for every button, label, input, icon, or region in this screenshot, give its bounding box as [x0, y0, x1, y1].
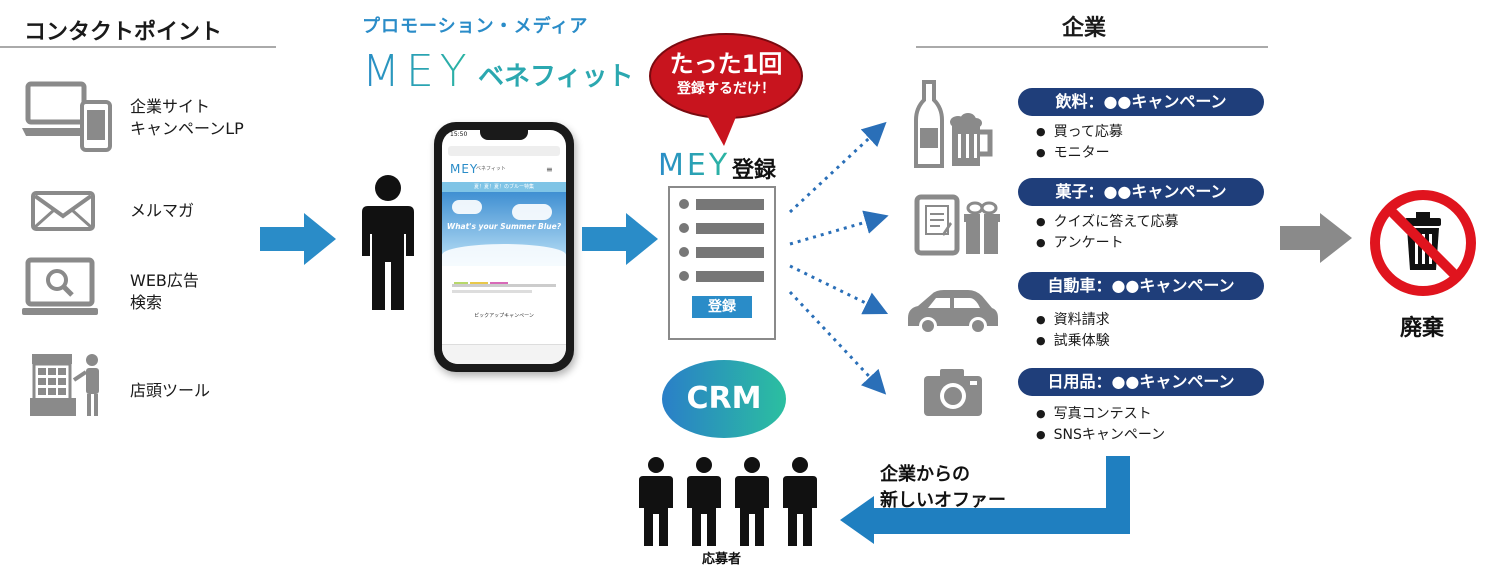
contact-label-web: WEB広告 検索 [130, 271, 199, 312]
shop-stand-icon [30, 354, 99, 416]
contact-points-title: コンタクトポイント [24, 20, 223, 45]
campaign-pill-daily: 日用品：●●キャンペーン [1018, 368, 1264, 396]
phone-notch [480, 130, 528, 140]
phone-section-label: ピックアップキャンペーン [474, 313, 534, 319]
contact-label-store: 店頭ツール [130, 381, 211, 400]
car-icon [908, 290, 998, 335]
web-search-icon [22, 257, 98, 315]
bullet-item: 資料請求 [1036, 310, 1110, 331]
user-person-icon [362, 175, 414, 310]
benefit-subtitle: ベネフィット [478, 62, 634, 92]
campaign-pill-car: 自動車：●●キャンペーン [1018, 272, 1264, 300]
bullet-item: アンケート [1036, 233, 1179, 254]
campaign-pill-snack: 菓子：●●キャンペーン [1018, 178, 1264, 206]
bubble-line1: たった1回 [669, 50, 783, 78]
register-mey-logo: MEY [658, 148, 731, 183]
campaign-bullets-snack: クイズに答えて応募 アンケート [1036, 212, 1179, 254]
offer-text: 企業からの 新しいオファー [880, 462, 1006, 514]
phone-hero-image: What's your Summer Blue? [442, 192, 566, 266]
smartphone-mockup: 15:50 MEY ベネフィット ≡ 夏！夏！夏！のブルー特集 What's y… [434, 122, 574, 372]
laptop-phone-icon [22, 81, 112, 152]
mey-logo: MEY [362, 46, 473, 97]
flow-arrow-right-icon [260, 213, 336, 265]
company-title: 企業 [1062, 16, 1107, 41]
bottle-beer-icon [914, 80, 993, 168]
contact-label-site: 企業サイト キャンペーンLP [130, 97, 244, 138]
envelope-icon [31, 191, 95, 231]
no-trash-icon [1370, 190, 1476, 296]
bubble-line2: 登録するだけ！ [677, 81, 775, 97]
bullet-item: 試乗体験 [1036, 331, 1110, 352]
register-button[interactable]: 登録 [692, 296, 752, 318]
phone-menu-icon[interactable]: ≡ [546, 165, 553, 174]
offer-line2: 新しいオファー [880, 490, 1006, 511]
campaign-bullets-drink: 買って応募 モニター [1036, 122, 1123, 164]
contact-label-mailmag: メルマガ [130, 201, 195, 220]
applicants-label: 応募者 [702, 552, 742, 567]
phone-tags [454, 272, 554, 287]
bullet-item: SNSキャンペーン [1036, 425, 1166, 446]
offer-line1: 企業からの [880, 464, 970, 485]
phone-address-bar [448, 146, 560, 156]
bullet-item: 買って応募 [1036, 122, 1123, 143]
company-title-rule [916, 46, 1268, 48]
return-offer-arrow [840, 456, 1130, 544]
campaign-bullets-daily: 写真コンテスト SNSキャンペーン [1036, 404, 1166, 446]
campaign-pill-drink: 飲料：●●キャンペーン [1018, 88, 1264, 116]
discard-label: 廃棄 [1400, 316, 1445, 341]
bullet-item: モニター [1036, 143, 1123, 164]
crm-ellipse: CRM [662, 360, 786, 438]
speech-bubble-shape [649, 33, 803, 146]
phone-hero-text: What's your Summer Blue? [446, 222, 562, 231]
flow-arrow-right-icon-2 [582, 213, 658, 265]
phone-screen: 15:50 MEY ベネフィット ≡ 夏！夏！夏！のブルー特集 What's y… [442, 130, 566, 364]
campaign-bullets-car: 資料請求 試乗体験 [1036, 310, 1110, 352]
applicants-group-icon [639, 457, 817, 546]
distribution-arrows [788, 121, 889, 395]
phone-time: 15:50 [450, 131, 468, 138]
tablet-gift-icon [914, 194, 1000, 256]
phone-bottom-bar [442, 344, 566, 364]
phone-app-sub: ベネフィット [476, 166, 506, 172]
camera-icon [924, 369, 982, 416]
bullet-item: クイズに答えて応募 [1036, 212, 1179, 233]
promo-media-heading: プロモーション・メディア [362, 16, 589, 37]
register-label: 登録 [732, 158, 777, 183]
gray-arrow-right-icon [1280, 213, 1352, 263]
contact-title-rule [0, 46, 276, 48]
phone-banner: 夏！夏！夏！のブルー特集 [442, 182, 566, 192]
register-form: 登録 [668, 186, 776, 340]
form-lines [679, 199, 764, 282]
bullet-item: 写真コンテスト [1036, 404, 1165, 425]
phone-app-logo: MEY [450, 162, 479, 176]
